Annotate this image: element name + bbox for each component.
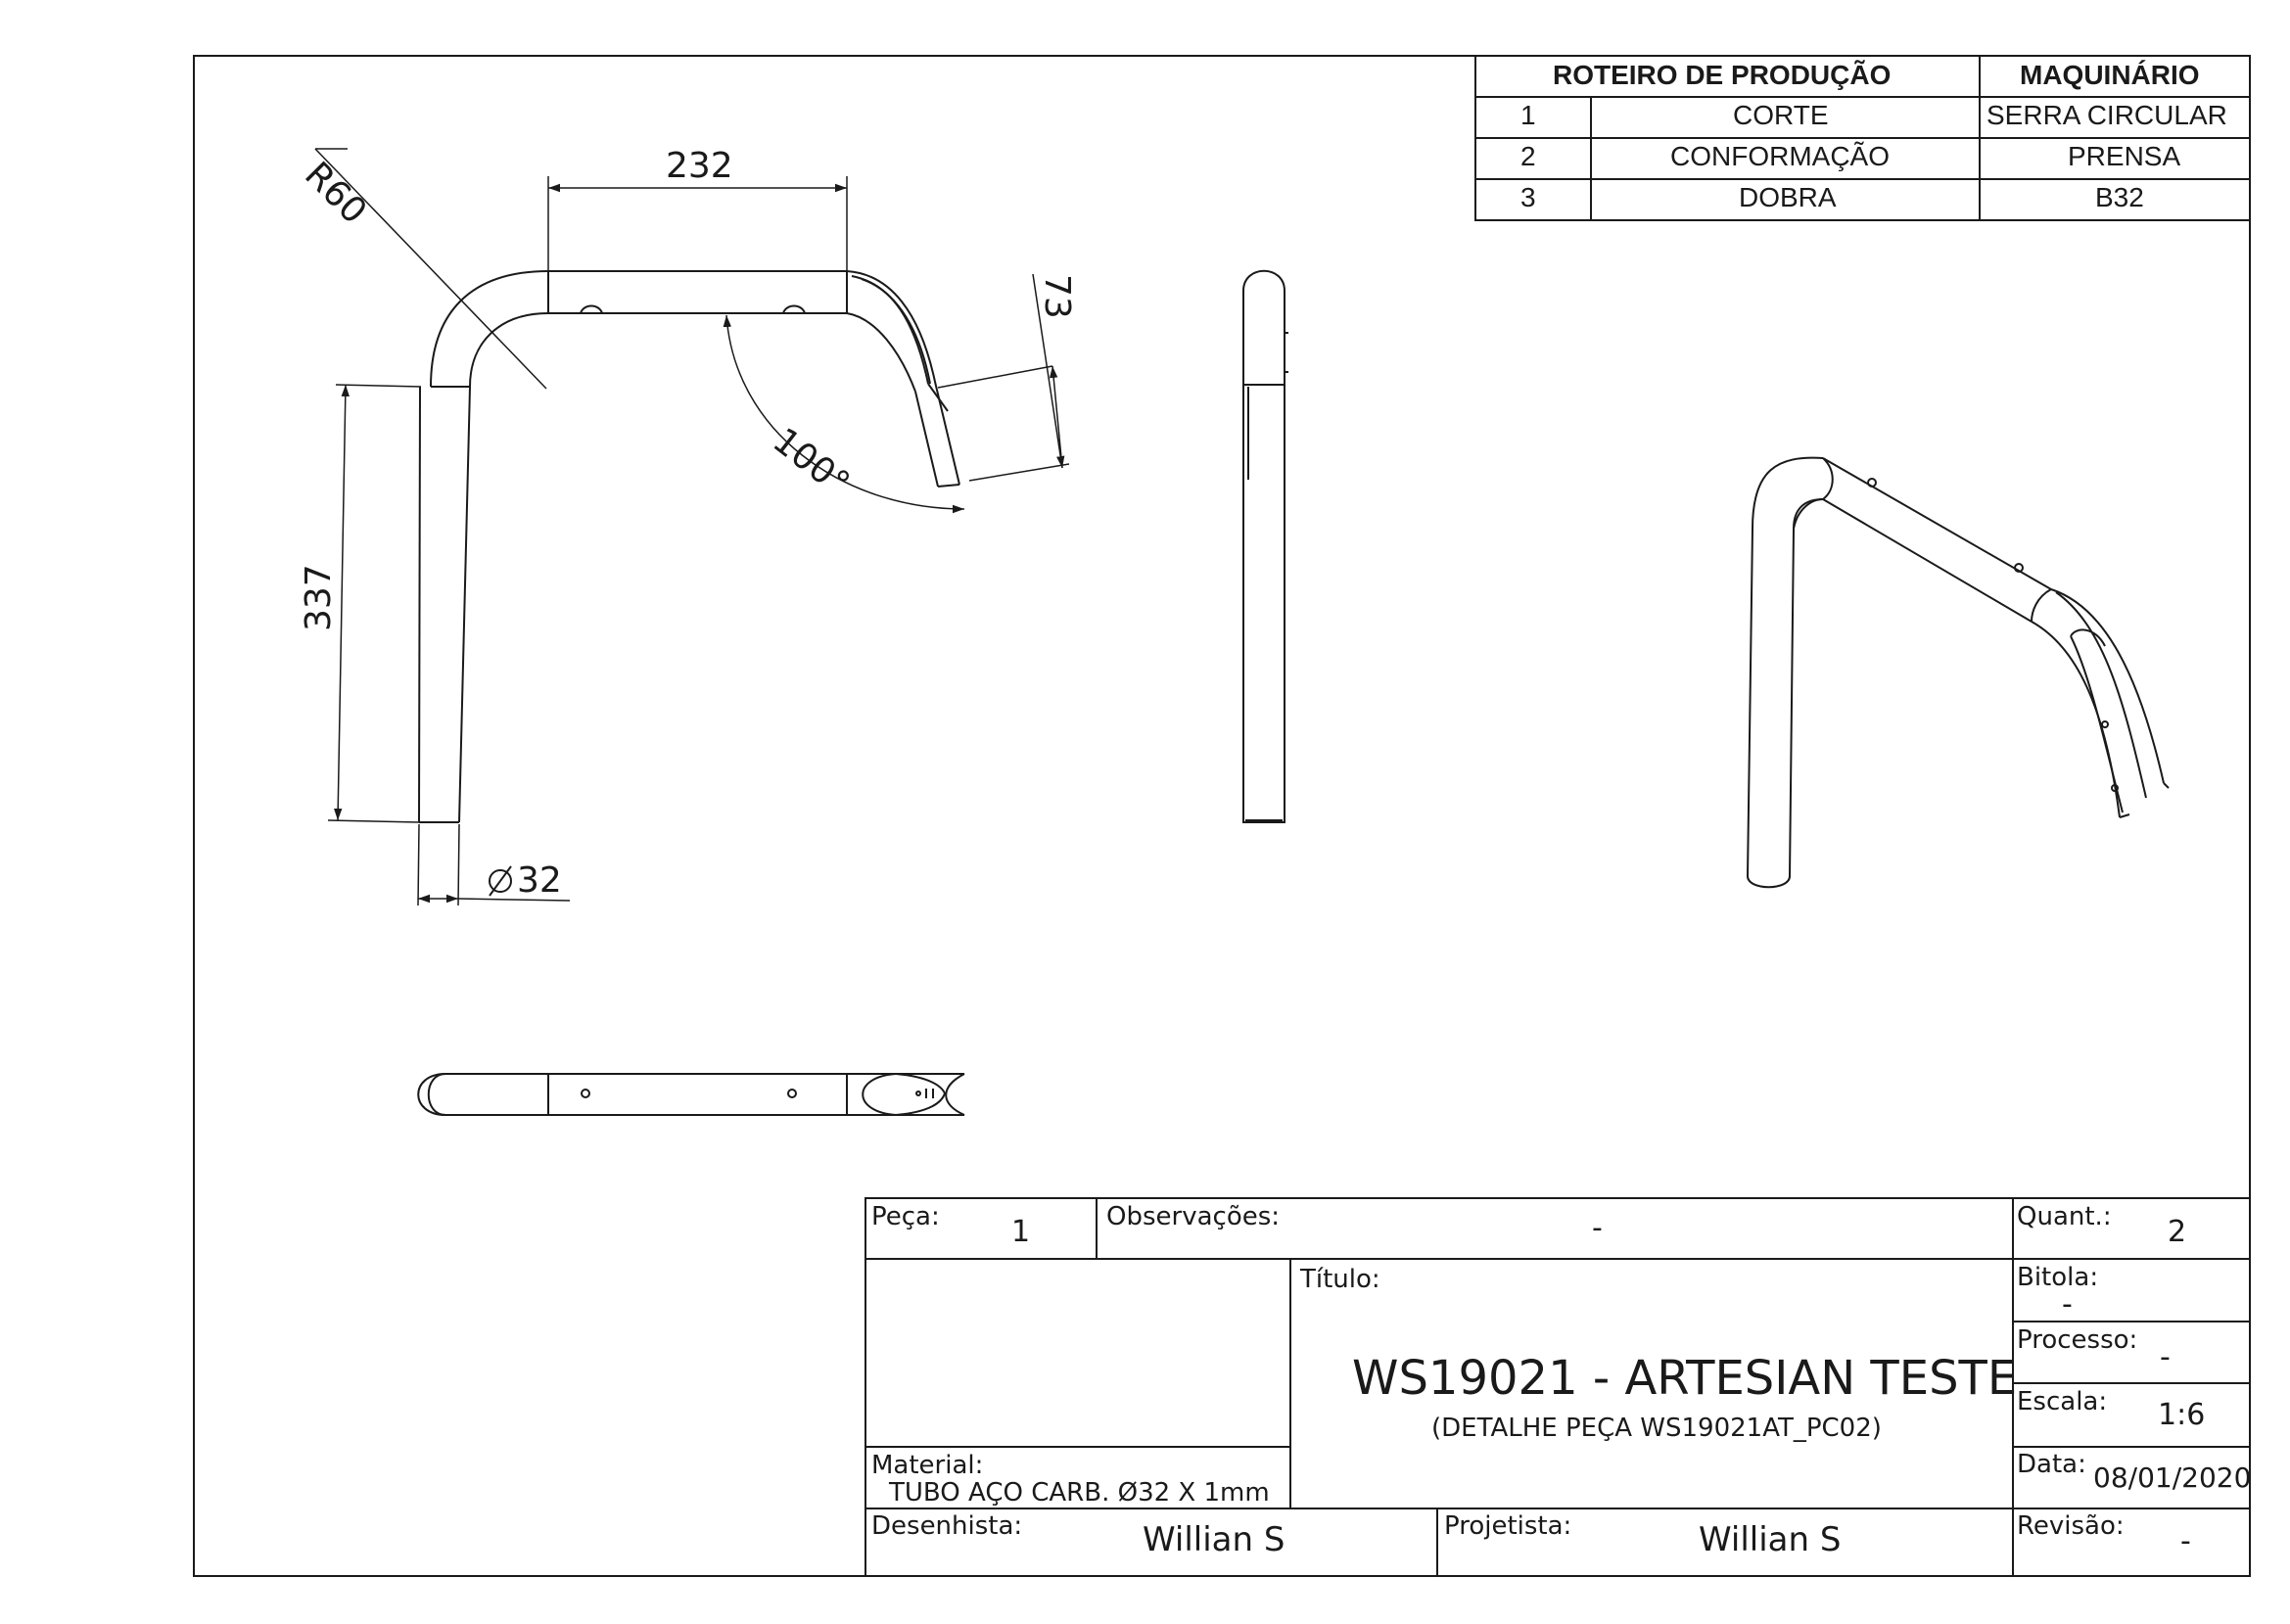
dimension-diameter-label: 32 — [517, 860, 562, 901]
observacoes-value: - — [1592, 1211, 1603, 1245]
table-row-3-machine: B32 — [2095, 182, 2144, 212]
production-table-grid — [1474, 55, 2251, 221]
titulo-label: Título: — [1300, 1265, 1380, 1294]
peca-value: 1 — [1011, 1215, 1031, 1249]
dimension-end-length-label: 73 — [1037, 274, 1077, 319]
title-block-grid — [865, 1197, 2251, 1577]
desenhista-label: Desenhista: — [871, 1511, 1023, 1541]
drawing-title: WS19021 - ARTESIAN TESTE — [1352, 1351, 2018, 1406]
revisao-label: Revisão: — [2017, 1511, 2125, 1541]
table-row-2-num: 2 — [1520, 141, 1536, 171]
table-row-2-step: CONFORMAÇÃO — [1670, 141, 1890, 171]
table-row-1-machine: SERRA CIRCULAR — [1986, 100, 2227, 130]
table-header-machine: MAQUINÁRIO — [2020, 60, 2200, 90]
isometric-view — [1747, 456, 2170, 889]
desenhista-value: Willian S — [1143, 1520, 1285, 1559]
drawing-subtitle: (DETALHE PEÇA WS19021AT_PC02) — [1431, 1414, 1882, 1443]
data-value: 08/01/2020 — [2093, 1462, 2252, 1494]
processo-value: - — [2160, 1340, 2171, 1374]
material-value: TUBO AÇO CARB. Ø32 X 1mm — [889, 1478, 1270, 1508]
processo-label: Processo: — [2017, 1325, 2138, 1355]
projetista-value: Willian S — [1699, 1520, 1842, 1559]
side-view — [1242, 269, 1288, 823]
top-view — [417, 1073, 965, 1116]
bitola-label: Bitola: — [2017, 1263, 2099, 1292]
front-view-dimensions — [314, 148, 1070, 906]
quant-label: Quant.: — [2017, 1202, 2112, 1231]
escala-label: Escala: — [2017, 1387, 2108, 1416]
table-header-route: ROTEIRO DE PRODUÇÃO — [1553, 60, 1892, 90]
table-row-1-step: CORTE — [1733, 100, 1829, 130]
sheet-border — [193, 55, 2251, 1577]
table-row-1-num: 1 — [1520, 100, 1536, 130]
revisao-value: - — [2180, 1524, 2191, 1558]
escala-value: 1:6 — [2158, 1398, 2206, 1432]
table-row-3-num: 3 — [1520, 182, 1536, 212]
data-label: Data: — [2017, 1450, 2086, 1479]
table-row-2-machine: PRENSA — [2068, 141, 2181, 171]
dimension-leg-length-label: 337 — [299, 564, 339, 631]
observacoes-label: Observações: — [1106, 1202, 1281, 1231]
table-row-3-step: DOBRA — [1739, 182, 1837, 212]
peca-label: Peça: — [871, 1202, 940, 1231]
front-view — [418, 270, 960, 823]
diameter-symbol — [489, 865, 512, 897]
projetista-label: Projetista: — [1444, 1511, 1572, 1541]
quant-value: 2 — [2168, 1215, 2187, 1249]
dimension-top-length-label: 232 — [666, 146, 733, 186]
material-label: Material: — [871, 1451, 984, 1480]
bitola-value: - — [2062, 1287, 2073, 1322]
